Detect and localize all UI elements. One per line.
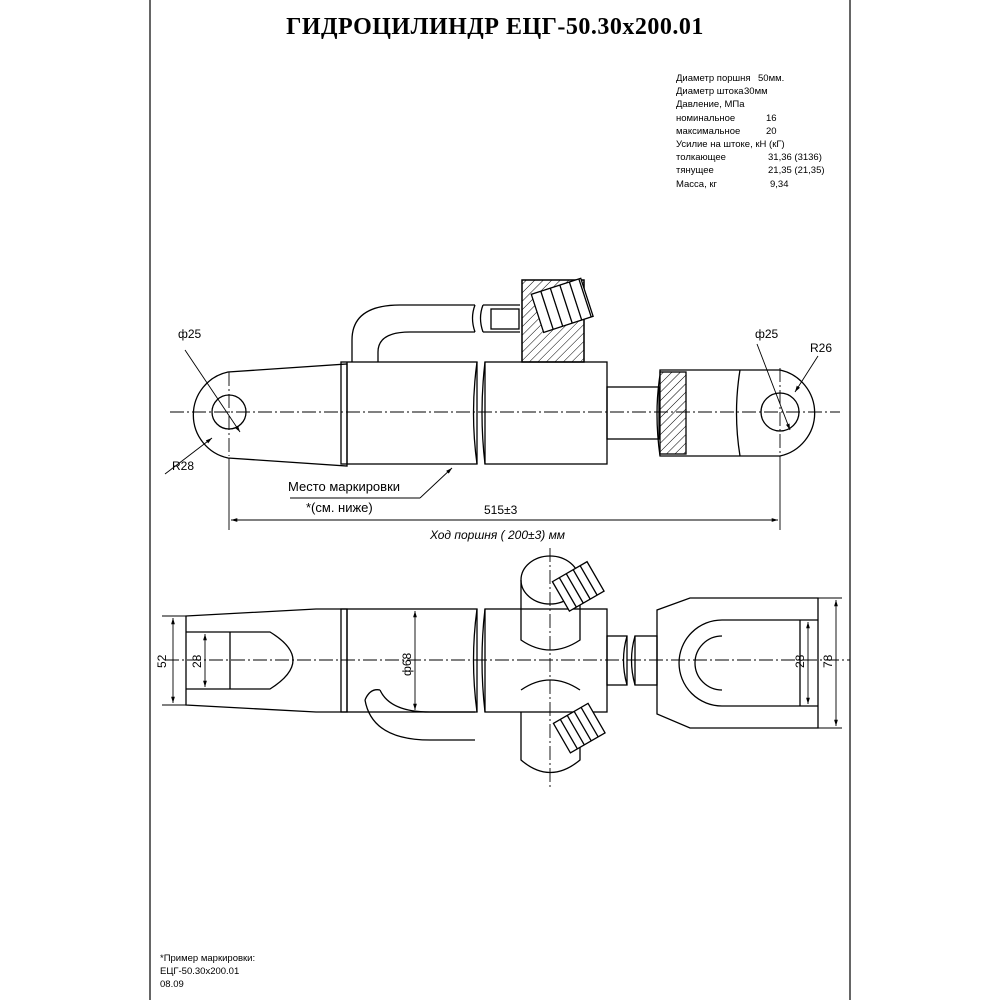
- spec-label: максимальное: [676, 125, 741, 137]
- spec-row: Давление, МПа: [676, 98, 856, 111]
- spec-value: 21,35 (21,35): [768, 165, 825, 177]
- dim-78: 78: [821, 654, 835, 668]
- right-eye-outline: [656, 369, 816, 457]
- top-dimension-labels: 52 28 ф68 28 78: [155, 652, 835, 676]
- spec-row: толкающее 31,36 (3136): [676, 151, 856, 164]
- marking-example-heading: *Пример маркировки:: [160, 953, 256, 964]
- upper-port-nut: [551, 560, 605, 613]
- spec-label: Масса, кг: [676, 178, 717, 190]
- hose-pipe: [351, 304, 475, 362]
- spec-label: Диаметр поршня: [676, 73, 751, 84]
- dim-overall: 515±3: [484, 503, 518, 517]
- top-cylinder-body-right: [484, 608, 608, 713]
- lower-hose: [364, 689, 475, 741]
- dim-d25-right: ф25: [755, 327, 779, 341]
- drawing-title: ГИДРОЦИЛИНДР ЕЦГ-50.30х200.01: [286, 14, 704, 40]
- dim-28-right: 28: [793, 654, 807, 668]
- left-clevis: [185, 608, 348, 713]
- spec-row: номинальное 16: [676, 112, 856, 125]
- spec-row: Диаметр поршня 50мм.: [676, 72, 856, 85]
- dim-r28: R28: [172, 459, 194, 473]
- top-cylinder-body: [340, 608, 478, 713]
- side-center-lines: [170, 368, 840, 458]
- dim-d68: ф68: [400, 652, 414, 676]
- top-dimensions: [162, 597, 842, 729]
- spec-label: номинальное: [676, 112, 736, 124]
- spec-row: тянущее 21,35 (21,35): [676, 164, 856, 177]
- spec-value: 20: [766, 125, 777, 137]
- marking-ref: *(см. ниже): [306, 500, 373, 515]
- top-piston-rod: [606, 635, 628, 686]
- spec-value: 30мм: [744, 86, 768, 98]
- piston-rod: [606, 386, 660, 440]
- side-dimensions: [164, 343, 819, 530]
- dim-stroke: Ход поршня ( 200±3) мм: [429, 528, 565, 542]
- spec-value: 50мм.: [758, 73, 785, 84]
- spec-row: Масса, кг 9,34: [676, 178, 856, 191]
- marking-example-code: ЕЦГ-50.30х200.01: [160, 966, 240, 977]
- rod-eye-hatched-collar: [659, 371, 687, 455]
- spec-label: Усилие на штоке, кН (кГ): [676, 138, 785, 150]
- side-view: [192, 277, 816, 467]
- spec-value: 9,34: [770, 178, 789, 190]
- spec-label: Диаметр штока: [676, 86, 744, 98]
- dim-52: 52: [155, 654, 169, 668]
- marking-label: Место маркировки: [288, 479, 400, 494]
- spec-label: тянущее: [676, 165, 714, 177]
- left-eye-outline: [192, 363, 348, 467]
- hose-fitting: [490, 308, 520, 330]
- dim-d25-left: ф25: [178, 327, 202, 341]
- dim-r26: R26: [810, 341, 832, 355]
- cylinder-body-right: [484, 361, 608, 465]
- marking-example: *Пример маркировки: ЕЦГ-50.30х200.01 08.…: [160, 952, 255, 991]
- side-dimension-labels: ф25 ф25 R26 R28 515±3 Ход поршня ( 200±3…: [172, 327, 832, 542]
- spec-value: 16: [766, 112, 777, 124]
- top-view: [185, 555, 819, 773]
- sheet-frame: [149, 0, 851, 1000]
- spec-value: 31,36 (3136): [768, 152, 822, 164]
- spec-label: Давление, МПа: [676, 99, 745, 111]
- spec-row: Усилие на штоке, кН (кГ): [676, 138, 856, 151]
- lower-port-nut: [552, 702, 606, 754]
- port-nut: [530, 277, 594, 334]
- cylinder-body-left: [340, 361, 478, 465]
- spec-row: максимальное 20: [676, 125, 856, 138]
- top-center-lines: [165, 548, 850, 790]
- marking-example-date: 08.09: [160, 979, 184, 990]
- dim-28-left: 28: [190, 654, 204, 668]
- spec-label: толкающее: [676, 152, 726, 164]
